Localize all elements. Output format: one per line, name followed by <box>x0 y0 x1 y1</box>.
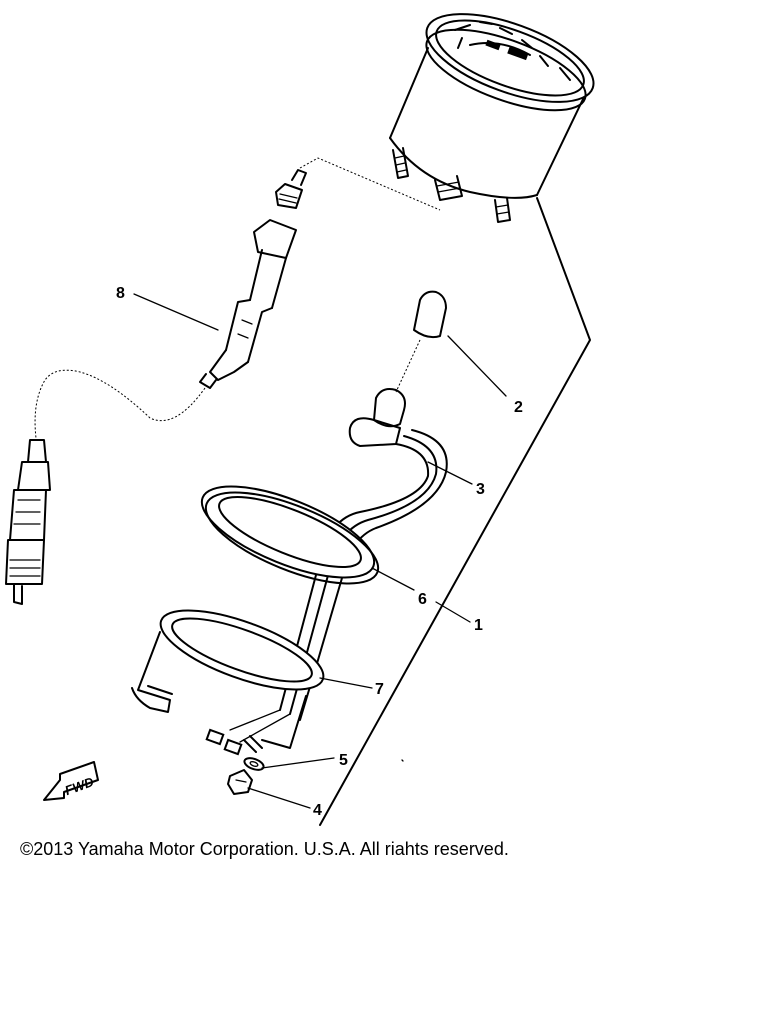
wire-harness <box>205 429 448 756</box>
forward-arrow-icon: FWD <box>43 761 99 801</box>
alignment-line-bulb <box>395 339 421 393</box>
alignment-line-cable <box>299 157 441 211</box>
callout-7: 7 <box>375 681 384 698</box>
callout-3: 3 <box>476 481 485 498</box>
fwd-label: FWD <box>63 774 97 798</box>
meter-gasket <box>200 485 380 585</box>
callout-5: 5 <box>339 752 348 769</box>
callout-8: 8 <box>116 285 125 302</box>
leader-lines <box>133 197 591 826</box>
bulb <box>413 290 447 339</box>
callout-2: 2 <box>514 399 523 416</box>
callout-4: 4 <box>313 802 322 819</box>
cable-flex-line <box>34 369 206 439</box>
bulb-socket <box>348 388 406 447</box>
mounting-studs <box>392 147 511 223</box>
meter-assembly <box>389 13 595 223</box>
callout-1: 1 <box>474 617 483 634</box>
meter-bracket <box>131 609 325 749</box>
callout-6: 6 <box>418 591 427 608</box>
copyright-notice: ©2013 Yamaha Motor Corporation. U.S.A. A… <box>20 839 509 859</box>
washer <box>243 735 265 771</box>
cable-end-fitting <box>5 439 51 605</box>
meter-cable <box>199 169 307 389</box>
stray-dot <box>401 759 404 762</box>
nut <box>227 769 253 795</box>
dial-face <box>454 21 571 81</box>
parts-diagram: 2 3 6 1 7 5 4 8 FWD <box>5 13 595 826</box>
